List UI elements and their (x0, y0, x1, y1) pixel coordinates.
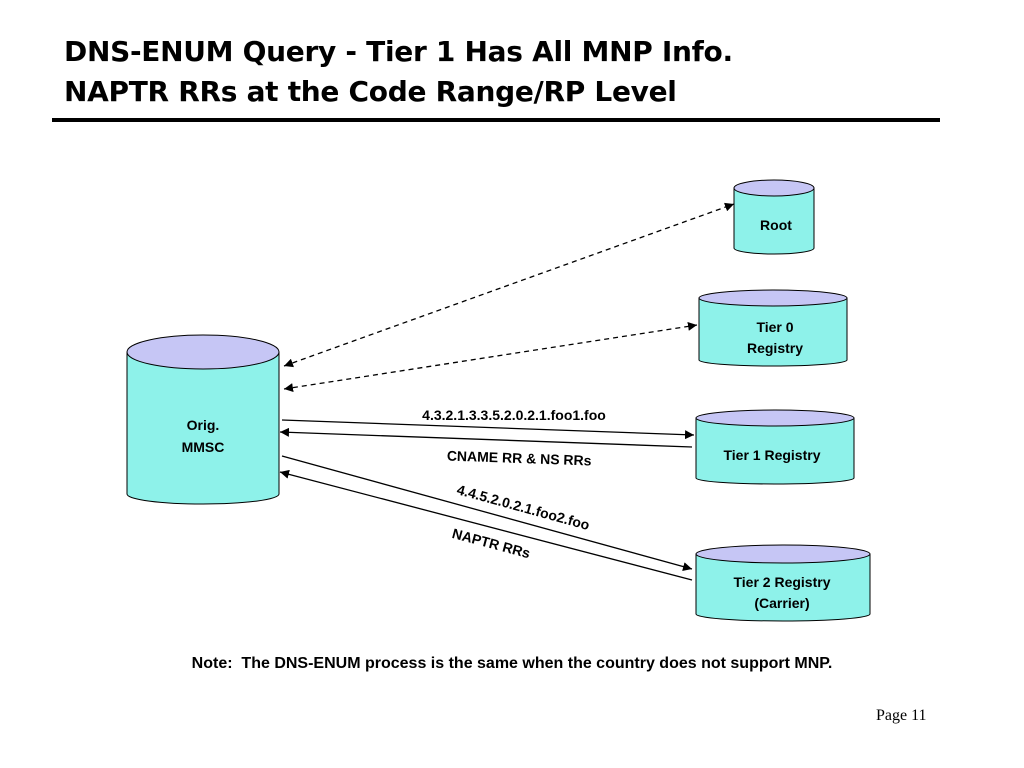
tier0-registry-database: Tier 0 Registry (698, 289, 848, 367)
query-tier1-arrow (281, 419, 695, 440)
tier1-label: Tier 1 Registry (723, 447, 820, 463)
orig-mmsc-label-line-1: Orig. (187, 417, 220, 433)
slide-title-line-1: DNS-ENUM Query - Tier 1 Has All MNP Info… (64, 35, 733, 68)
reply-tier1-label: CNAME RR & NS RRs (447, 447, 592, 468)
tier2-label-line-2: (Carrier) (754, 595, 809, 611)
tier0-dashed-arrow (283, 321, 698, 393)
tier0-label-line-1: Tier 0 (756, 319, 793, 335)
tier1-registry-database: Tier 1 Registry (695, 409, 855, 485)
orig-mmsc-database: Orig. MMSC (126, 334, 280, 505)
slide-title-line-2: NAPTR RRs at the Code Range/RP Level (64, 75, 677, 108)
page-number: Page 11 (876, 707, 927, 724)
tier2-registry-database: Tier 2 Registry (Carrier) (695, 544, 871, 622)
orig-mmsc-label-line-2: MMSC (182, 439, 225, 455)
query-tier1-label: 4.3.2.1.3.3.5.2.0.2.1.foo1.foo (422, 407, 606, 423)
slide-title: DNS-ENUM Query - Tier 1 Has All MNP Info… (64, 32, 944, 112)
query-tier2-label: 4.4.5.2.0.2.1.foo2.foo (455, 481, 591, 533)
reply-tier2-arrow (279, 469, 693, 581)
tier0-label-line-2: Registry (747, 340, 803, 356)
footnote: Note: The DNS-ENUM process is the same w… (191, 655, 833, 672)
root-label: Root (760, 217, 792, 233)
tier2-label-line-1: Tier 2 Registry (733, 574, 830, 590)
root-database: Root (733, 179, 815, 255)
reply-tier2-label: NAPTR RRs (451, 525, 533, 561)
reply-tier1-arrow (279, 427, 693, 448)
query-tier2-arrow (281, 455, 693, 571)
title-underline (52, 118, 940, 122)
root-dashed-arrow (283, 202, 735, 368)
